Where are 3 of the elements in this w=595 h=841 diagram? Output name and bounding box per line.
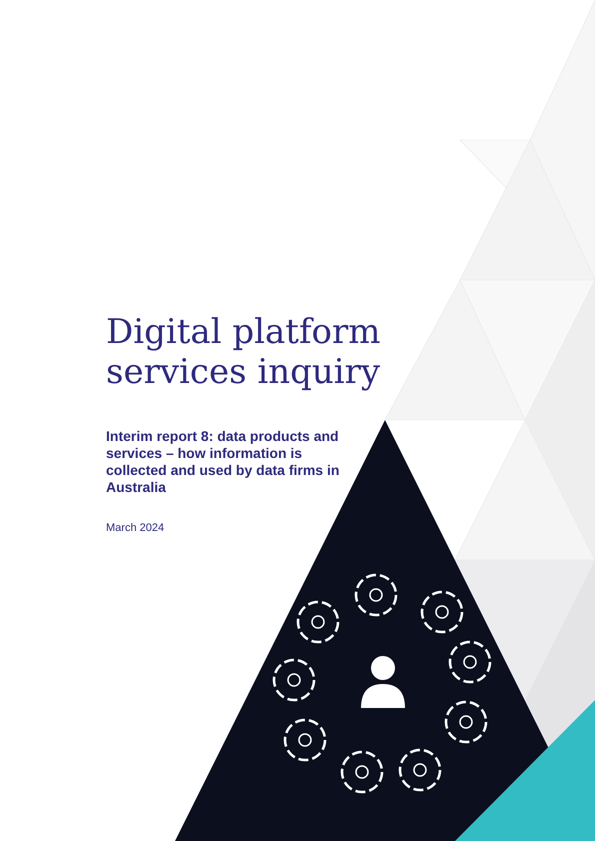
report-title: Digital platform services inquiry: [106, 312, 382, 392]
publication-date: March 2024: [106, 522, 164, 534]
report-subtitle: Interim report 8: data products and services – how information is collected and used by data firms in Australia: [106, 428, 340, 496]
